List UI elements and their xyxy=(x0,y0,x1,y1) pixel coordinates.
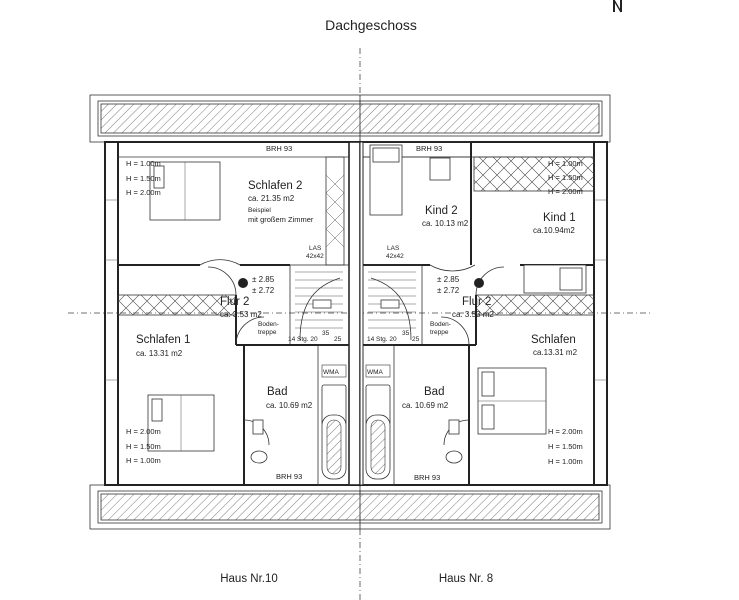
height-200-bottomright: H = 2.00m xyxy=(548,427,583,436)
las-label: LAS xyxy=(387,245,400,252)
room-schlafen2-note2: mit großem Zimmer xyxy=(248,215,314,224)
interior-walls-left xyxy=(117,156,350,486)
room-kind1-name: Kind 1 xyxy=(543,212,576,224)
height-200-topright: H = 2.00m xyxy=(548,187,583,196)
roof-edge-top xyxy=(89,94,611,143)
page-title: Dachgeschoss xyxy=(325,17,417,33)
bodentreppe-label: treppe xyxy=(258,329,277,336)
height-150-bottomright: H = 1.50m xyxy=(548,442,583,451)
staircase-left xyxy=(295,271,343,341)
height-150-topright: H = 1.50m xyxy=(548,173,583,182)
staircase-right xyxy=(368,271,416,341)
house-label-nr10: Haus Nr.10 xyxy=(220,573,278,585)
level-label: ± 2.72 xyxy=(437,286,460,295)
room-schlafen1-area: ca. 13.31 m2 xyxy=(136,349,183,358)
height-100-bottomright: H = 1.00m xyxy=(548,457,583,466)
interior-walls-right xyxy=(362,141,595,486)
wall-hatches xyxy=(105,199,607,381)
brh-label: BRH 93 xyxy=(416,144,442,153)
brh-label: BRH 93 xyxy=(276,472,302,481)
room-flur-left-name: Flur 2 xyxy=(220,296,249,308)
house-label-nr8: Haus Nr. 8 xyxy=(439,573,493,585)
bodentreppe-label: Boden- xyxy=(258,321,279,328)
las-size-label: 42x42 xyxy=(386,253,404,260)
las-label: LAS xyxy=(309,245,322,252)
height-100-topleft: H = 1.00m xyxy=(126,159,161,168)
height-200-bottomleft: H = 2.00m xyxy=(126,427,161,436)
height-100-topright: H = 1.00m xyxy=(548,159,583,168)
roof-edge-bottom xyxy=(89,484,611,530)
room-schlafen-right-area: ca.13.31 m2 xyxy=(533,348,578,357)
height-200-topleft: H = 2.00m xyxy=(126,188,161,197)
stair-fraction: 25 xyxy=(334,336,342,343)
room-flur-left-area: ca. 3.53 m2 xyxy=(220,310,262,319)
wma-label: WMA xyxy=(323,369,340,376)
height-150-topleft: H = 1.50m xyxy=(126,174,161,183)
stair-label: 14 Stg. 20 xyxy=(367,336,397,343)
level-label: ± 2.72 xyxy=(252,286,275,295)
height-150-bottomleft: H = 1.50m xyxy=(126,442,161,451)
bodentreppe-label: Boden- xyxy=(430,321,451,328)
room-schlafen2-name: Schlafen 2 xyxy=(248,180,302,192)
wma-label: WMA xyxy=(367,369,384,376)
furniture xyxy=(147,144,587,464)
stair-fraction: 35 xyxy=(402,330,410,337)
room-flur-right-area: ca. 3.53 m2 xyxy=(452,310,494,319)
room-kind1-area: ca.10.94m2 xyxy=(533,226,575,235)
room-bad-left-area: ca. 10.69 m2 xyxy=(266,401,313,410)
room-flur-right-name: Flur 2 xyxy=(462,296,491,308)
room-schlafen-right-name: Schlafen xyxy=(531,334,576,346)
north-arrow-icon xyxy=(613,0,622,13)
room-bad-right-area: ca. 10.69 m2 xyxy=(402,401,449,410)
room-bad-right-name: Bad xyxy=(424,386,444,398)
bodentreppe-label: treppe xyxy=(430,329,449,336)
brh-label: BRH 93 xyxy=(414,473,440,482)
room-bad-left-name: Bad xyxy=(267,386,287,398)
room-kind2-name: Kind 2 xyxy=(425,205,458,217)
stair-label: 14 Stg. 20 xyxy=(288,336,318,343)
las-size-label: 42x42 xyxy=(306,253,324,260)
room-schlafen2-area: ca. 21.35 m2 xyxy=(248,194,295,203)
room-schlafen1-name: Schlafen 1 xyxy=(136,334,190,346)
level-label: ± 2.85 xyxy=(437,275,460,284)
stair-fraction: 25 xyxy=(412,336,420,343)
room-schlafen2-note1: Beispiel xyxy=(248,207,271,214)
room-kind2-area: ca. 10.13 m2 xyxy=(422,219,469,228)
stair-fraction: 35 xyxy=(322,330,330,337)
attic-hatch-icon xyxy=(238,278,484,288)
level-label: ± 2.85 xyxy=(252,275,275,284)
height-100-bottomleft: H = 1.00m xyxy=(126,456,161,465)
brh-label: BRH 93 xyxy=(266,144,292,153)
